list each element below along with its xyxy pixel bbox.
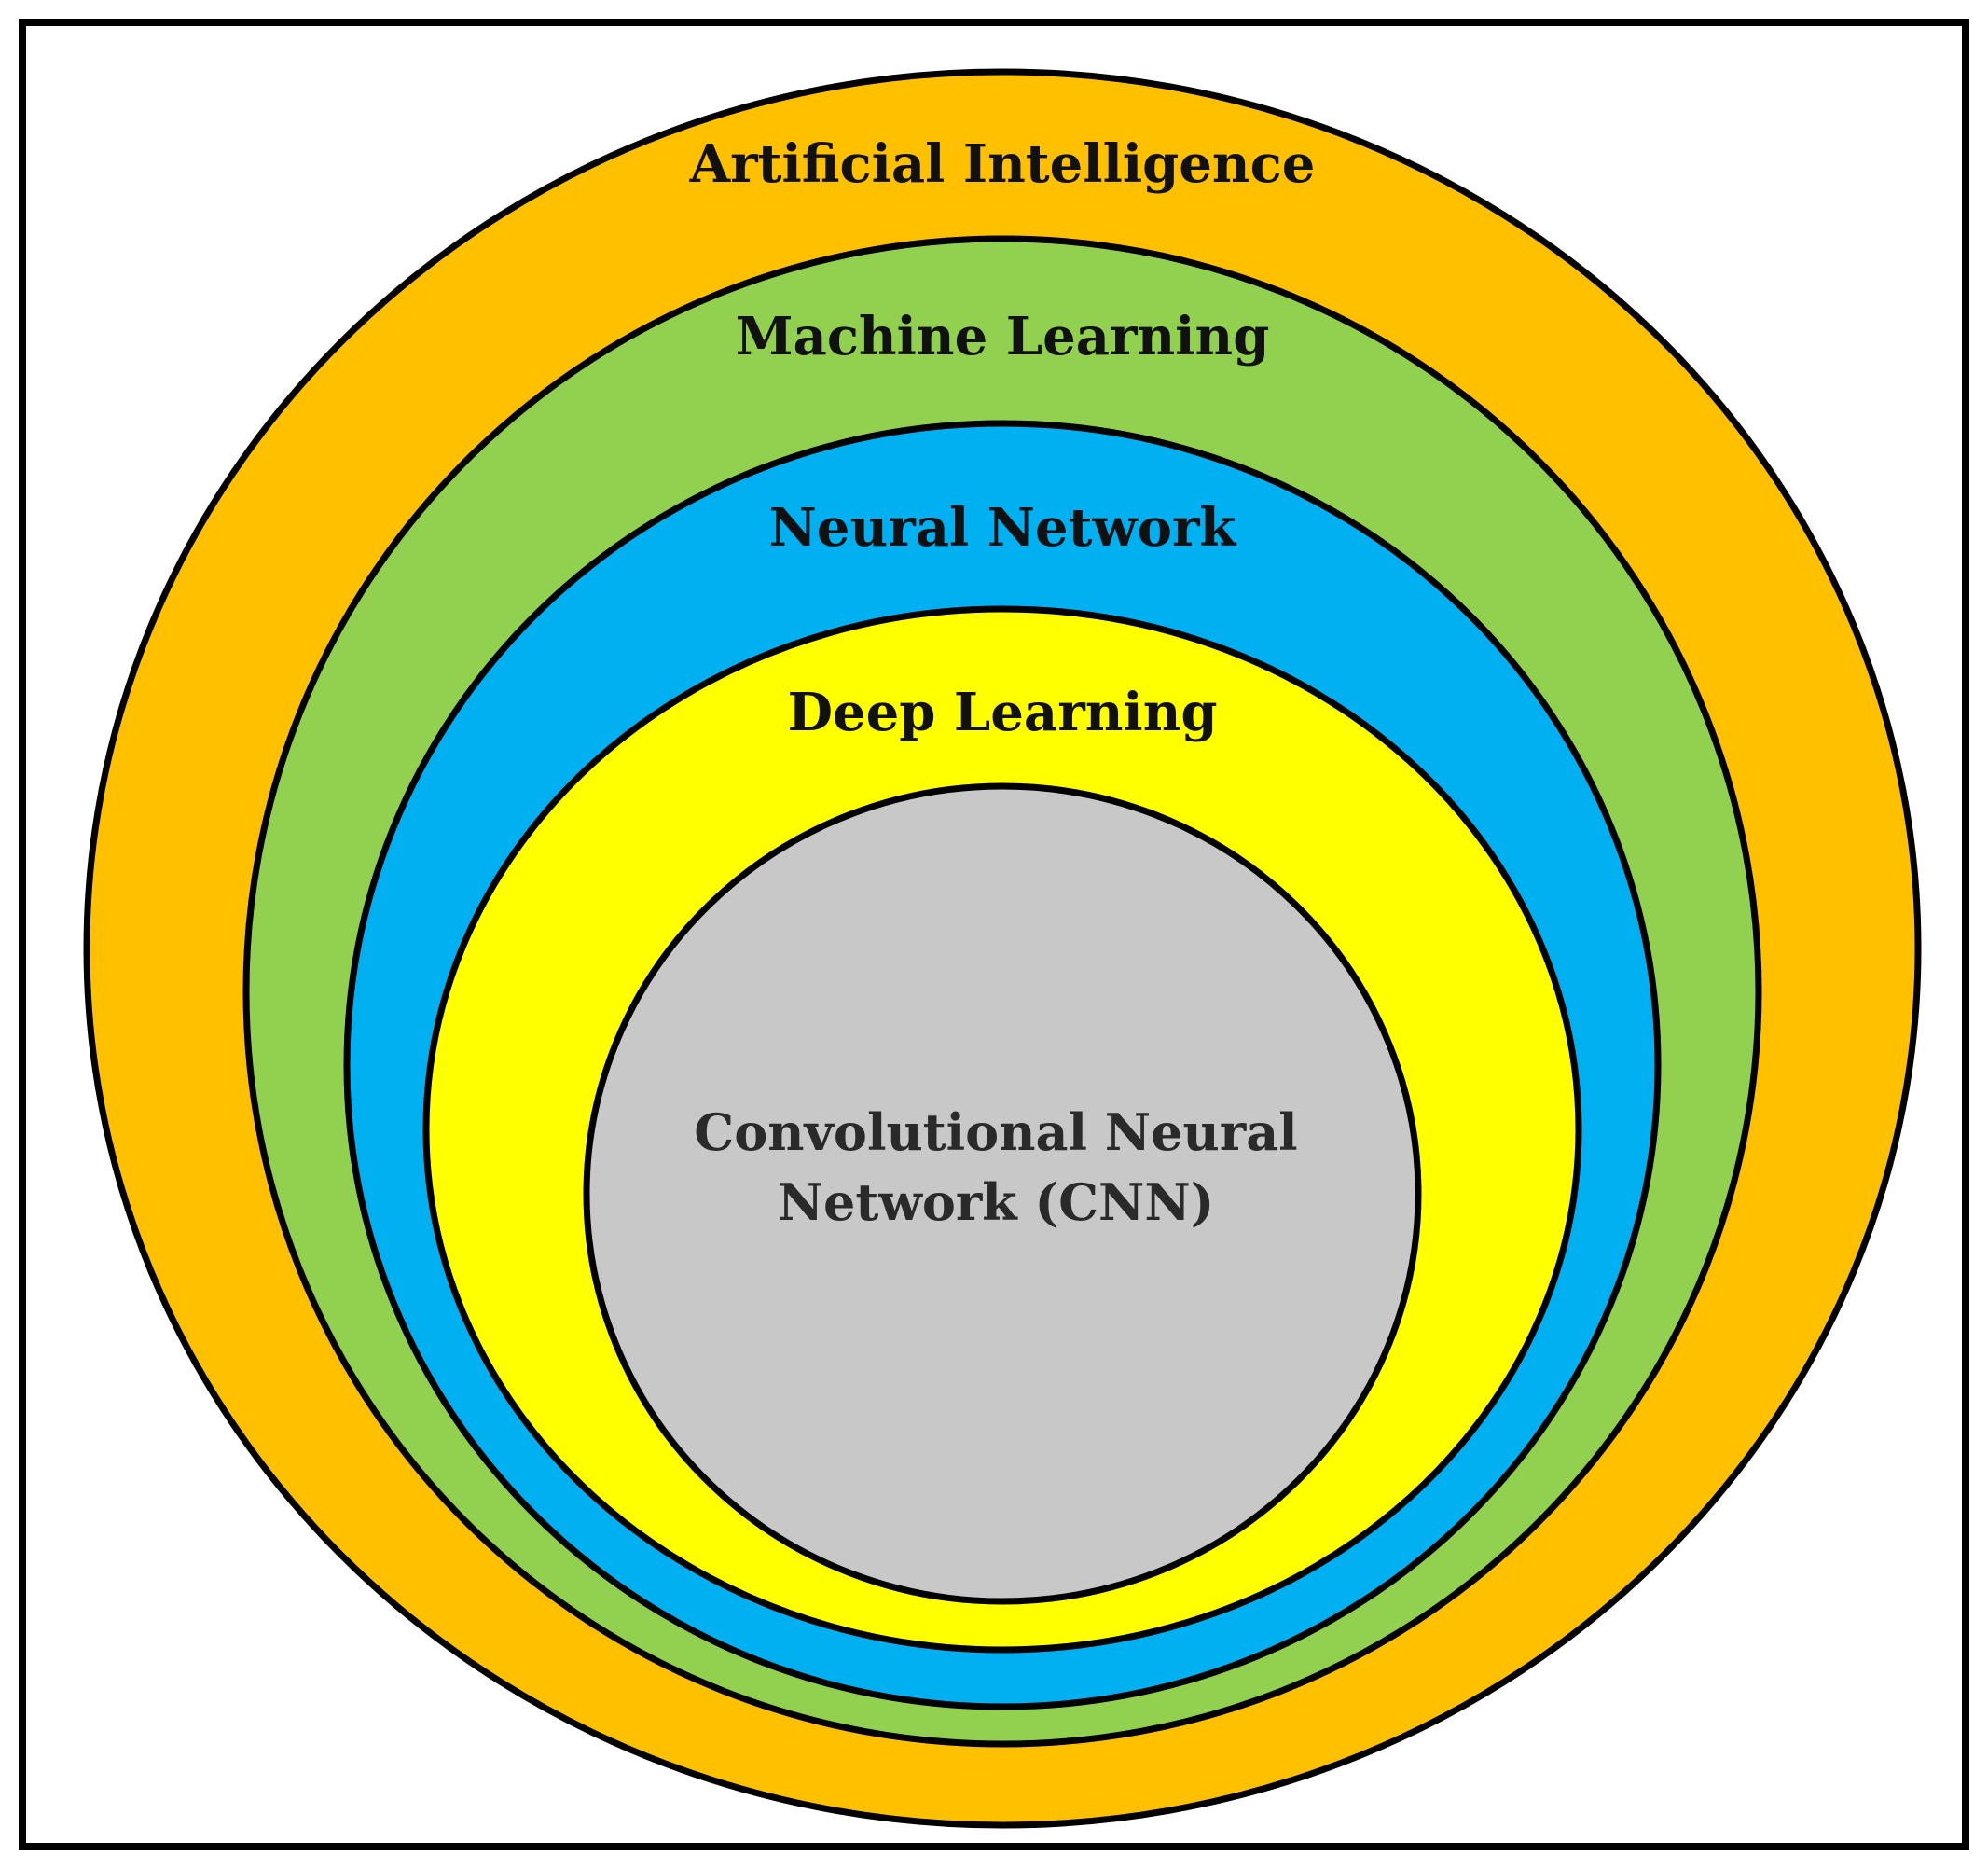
cnn-label-line-1: Convolutional Neural (694, 1102, 1297, 1162)
nn-label: Neural Network (769, 497, 1237, 559)
dl-label: Deep Learning (787, 682, 1217, 743)
cnn-label-line-2: Network (CNN) (778, 1172, 1215, 1232)
ai-label: Artificial Intelligence (689, 133, 1316, 195)
ml-label: Machine Learning (736, 306, 1270, 367)
cnn-circle (583, 782, 1422, 1605)
